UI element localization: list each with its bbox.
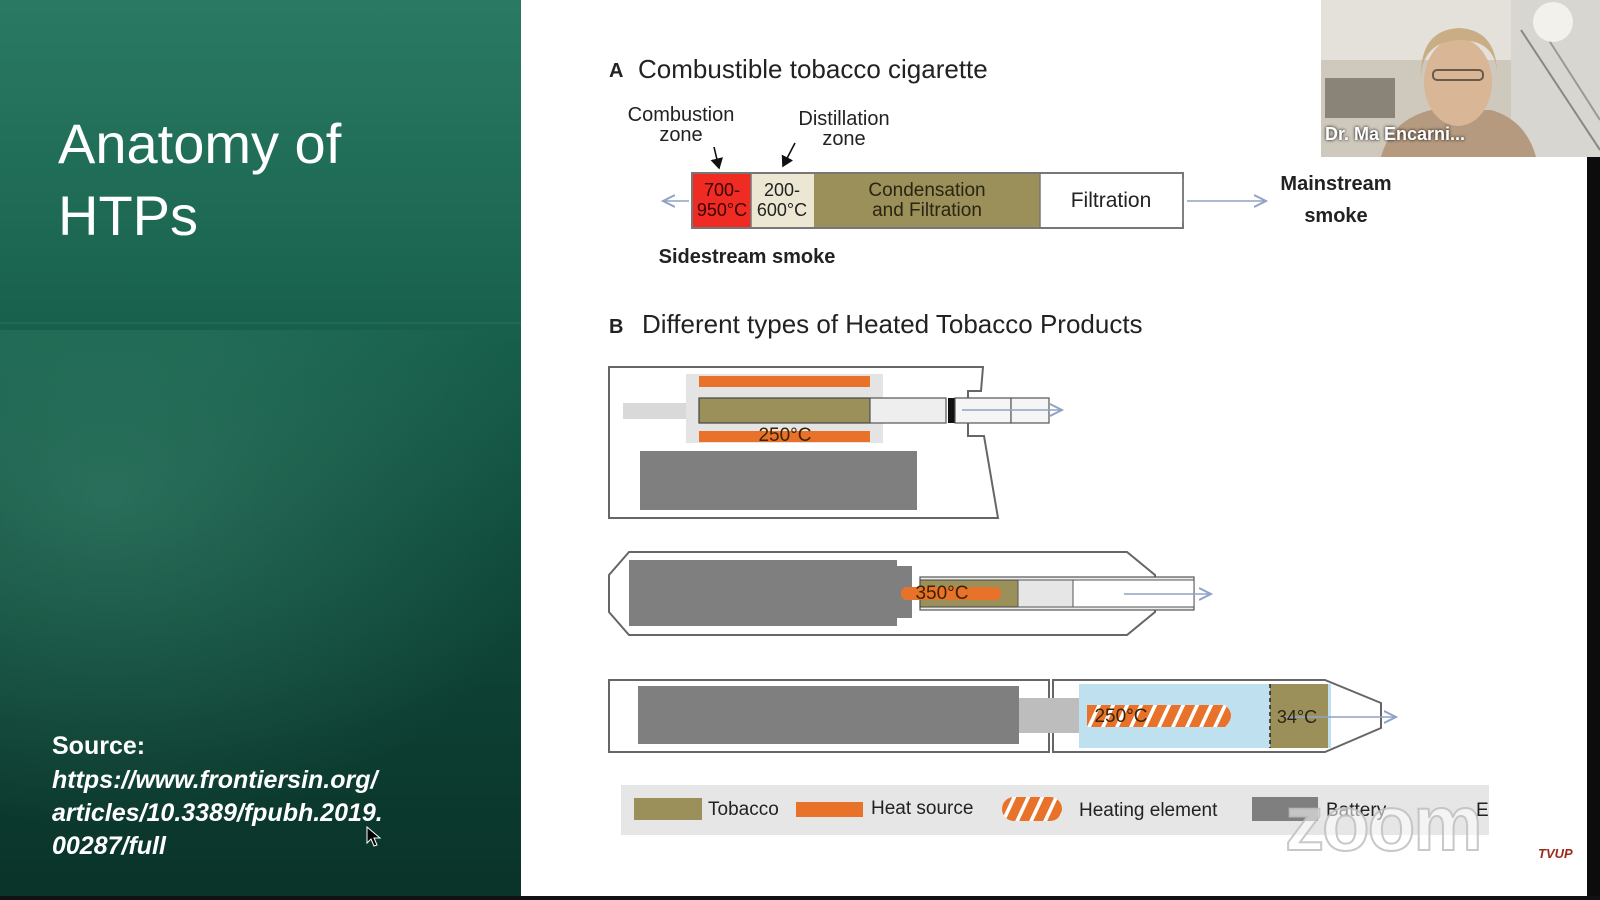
source-label: Source: [52, 732, 146, 760]
tvup-watermark: TVUP [1538, 846, 1573, 861]
distillation-pointer [781, 142, 796, 168]
legend-tobacco: Tobacco [708, 799, 779, 820]
htp-device-1 [608, 366, 1062, 519]
legend-battery: Battery [1326, 800, 1387, 821]
legend-heating-element-swatch [1002, 797, 1062, 821]
temp-warm-2: 600°C [757, 200, 807, 220]
device1-battery [640, 451, 917, 510]
mainstream-label-2: smoke [1304, 205, 1367, 227]
mouse-cursor-icon [366, 826, 382, 847]
screen-edge [1587, 0, 1600, 900]
htp-device-3 [608, 679, 1396, 753]
slide-left-panel [0, 0, 521, 896]
combustion-segment [692, 173, 751, 228]
temp-hot-1: 700- [704, 180, 740, 200]
zoom-watermark: zoom [1284, 778, 1484, 868]
device3-battery [638, 686, 1019, 744]
legend-battery-swatch [1252, 797, 1318, 821]
condensation-label-2: and Filtration [872, 200, 982, 221]
device1-tobacco [698, 397, 871, 424]
device3-tobacco [1270, 684, 1328, 748]
figure-b-letter: B [609, 316, 623, 338]
condensation-label-1: Condensation [868, 180, 985, 201]
device1-heat-source-top [699, 376, 870, 387]
device1-temp: 250°C [758, 425, 811, 446]
temp-warm-1: 200- [764, 180, 800, 200]
distillation-zone-label-1: Distillation [798, 108, 889, 130]
device1-heat-source-bottom [699, 431, 870, 442]
temp-hot-2: 950°C [697, 200, 747, 220]
device2-heat-source [901, 587, 1001, 600]
speaker-video-frame [1321, 0, 1600, 157]
screen-bottom-edge [0, 896, 1600, 900]
device2-temp: 350°C [915, 583, 968, 604]
figure-b-heading: Different types of Heated Tobacco Produc… [642, 309, 1143, 339]
figure-legend [621, 785, 1489, 835]
filtration-label: Filtration [1071, 189, 1152, 212]
figure-a-letter: A [609, 60, 623, 82]
htp-anatomy-figure: A Combustible tobacco cigarette Combusti… [608, 54, 1489, 835]
condensation-segment [814, 173, 1040, 228]
cigarette-diagram [691, 172, 1184, 229]
speaker-name: Dr. Ma Encarni... [1325, 124, 1466, 144]
figure-a-heading: Combustible tobacco cigarette [638, 54, 988, 84]
filter-segment [1040, 173, 1183, 228]
device3-temp2: 34°C [1277, 707, 1317, 727]
device3-temp: 250°C [1094, 706, 1147, 727]
participant-video-tile[interactable] [1321, 0, 1600, 157]
legend-heat-source: Heat source [871, 798, 973, 819]
distillation-segment [751, 173, 814, 228]
legend-tobacco-swatch [634, 798, 702, 820]
slide-title: Anatomy of HTPs [58, 112, 342, 247]
legend-heat-source-swatch [796, 802, 863, 817]
combustion-zone-label-1: Combustion [628, 104, 735, 126]
mainstream-label-1: Mainstream [1280, 173, 1391, 195]
combustion-zone-label-2: zone [659, 124, 702, 146]
legend-heating-element: Heating element [1079, 800, 1218, 821]
source-url: https://www.frontiersin.org/ articles/10… [52, 766, 383, 860]
sidestream-label: Sidestream smoke [659, 246, 836, 268]
htp-device-2 [608, 551, 1211, 636]
distillation-zone-label-2: zone [822, 128, 865, 150]
combustion-pointer [710, 146, 724, 170]
legend-truncated: E [1476, 800, 1489, 821]
device3-heating-element [1087, 705, 1231, 727]
device2-battery [629, 560, 912, 626]
